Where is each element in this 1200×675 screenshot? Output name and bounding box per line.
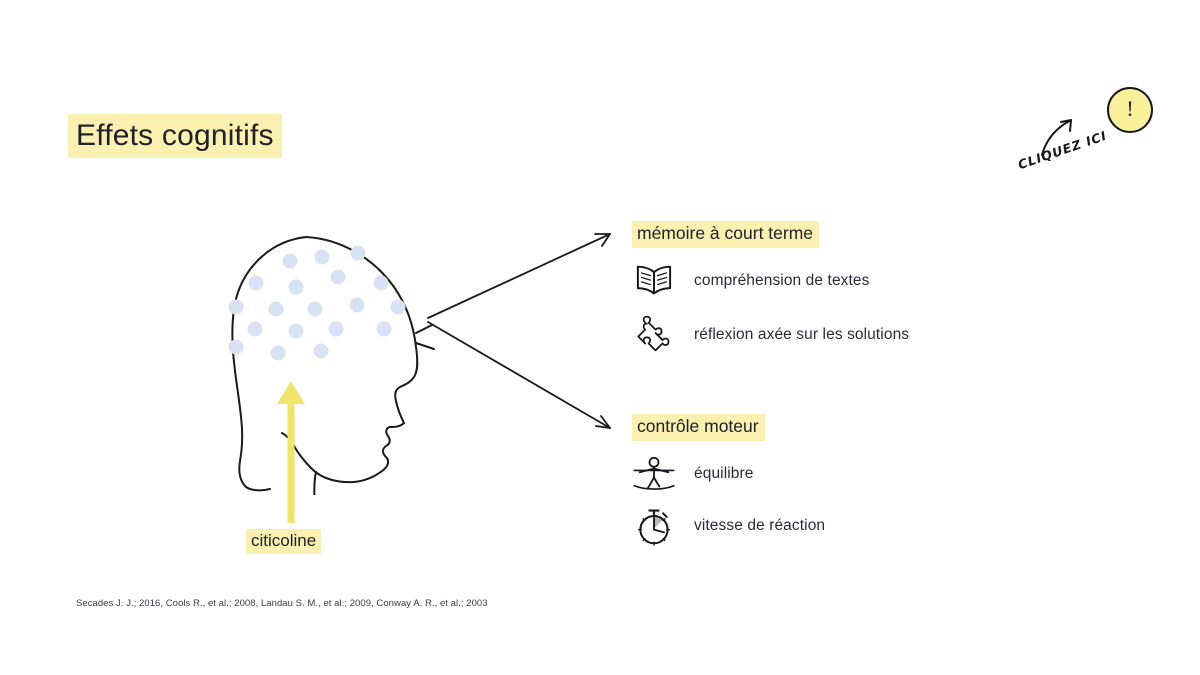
group-short-term-memory: mémoire à court terme compréhension de t…: [632, 221, 909, 356]
exclamation-icon: !: [1126, 96, 1134, 121]
tightrope-balance-icon: [632, 453, 676, 495]
curved-arrow-up-right-icon: [1041, 119, 1072, 156]
puzzle-piece-icon: [632, 314, 676, 356]
list-item-label: vitesse de réaction: [694, 516, 826, 534]
stopwatch-icon: [632, 505, 676, 547]
list-item: équilibre: [632, 453, 825, 495]
attention-badge[interactable]: !: [1107, 87, 1153, 133]
group-heading: contrôle moteur: [632, 414, 765, 441]
brain-dots: [228, 245, 406, 361]
list-item: vitesse de réaction: [632, 505, 825, 547]
group-heading: mémoire à court terme: [632, 221, 820, 248]
citation-text: Secades J. J.; 2016, Cools R., et al.; 2…: [76, 598, 488, 609]
list-item: réflexion axée sur les solutions: [632, 314, 909, 356]
list-item-label: compréhension de textes: [694, 271, 870, 289]
list-item-label: réflexion axée sur les solutions: [694, 325, 910, 343]
list-item: compréhension de textes: [632, 260, 909, 302]
list-item-label: équilibre: [694, 464, 754, 482]
group-motor-control: contrôle moteur équilibre: [632, 414, 825, 547]
page-title: Effets cognitifs: [68, 114, 282, 158]
branching-arrows-icon: [427, 233, 611, 429]
arrow-up-icon: [277, 381, 305, 523]
head-profile-icon: [228, 236, 435, 495]
open-book-icon: [632, 260, 676, 302]
source-label: citicoline: [246, 529, 322, 554]
